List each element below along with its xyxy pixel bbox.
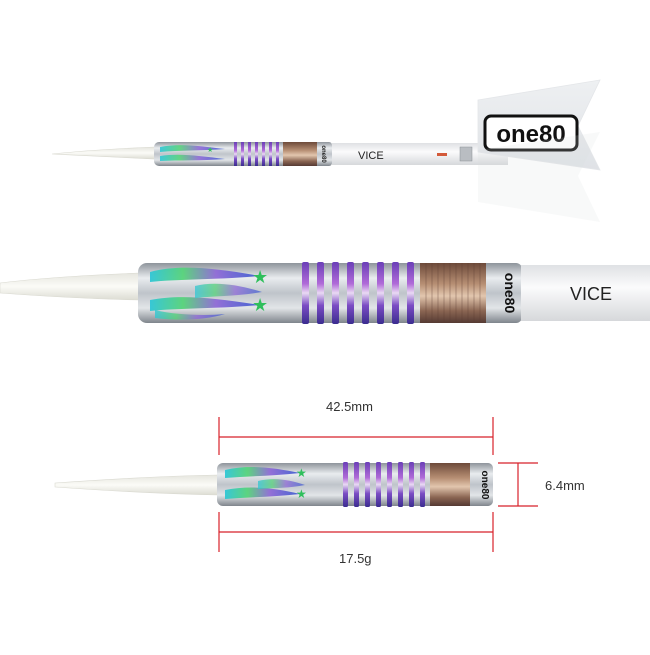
closeup-shaft-brand: VICE — [570, 284, 612, 304]
closeup-dart-tip — [0, 272, 141, 301]
dimension-barrel-logo: one80 — [479, 471, 490, 500]
flight-logo-box — [483, 114, 579, 152]
dimension-lines — [218, 417, 538, 552]
star-icon: ★ — [207, 146, 213, 154]
flight-logo: one80 — [496, 121, 565, 148]
flight-reflection — [478, 132, 600, 222]
star-icon: ★ — [252, 295, 268, 315]
diameter-label: 6.4mm — [545, 478, 585, 493]
dart-tip — [51, 146, 156, 160]
weight-label: 17.5g — [339, 551, 372, 566]
dimension-dart-tip — [54, 474, 219, 496]
barrel-logo-small: one80 — [320, 145, 326, 163]
dart-full-view: ★ one80 VICE one80 — [51, 79, 601, 222]
length-label: 42.5mm — [326, 399, 373, 414]
star-icon: ★ — [252, 267, 268, 287]
shaft-brand-small: VICE — [358, 150, 384, 162]
star-icon: ★ — [296, 466, 307, 480]
closeup-shaft — [521, 265, 650, 321]
star-icon: ★ — [296, 487, 307, 501]
dart-dimension-view: ★ ★ one80 — [54, 462, 493, 507]
closeup-barrel-logo: one80 — [502, 273, 518, 314]
dart-flight: one80 — [477, 79, 601, 222]
dart-barrel-closeup: ★ ★ one80 VICE — [0, 262, 650, 324]
